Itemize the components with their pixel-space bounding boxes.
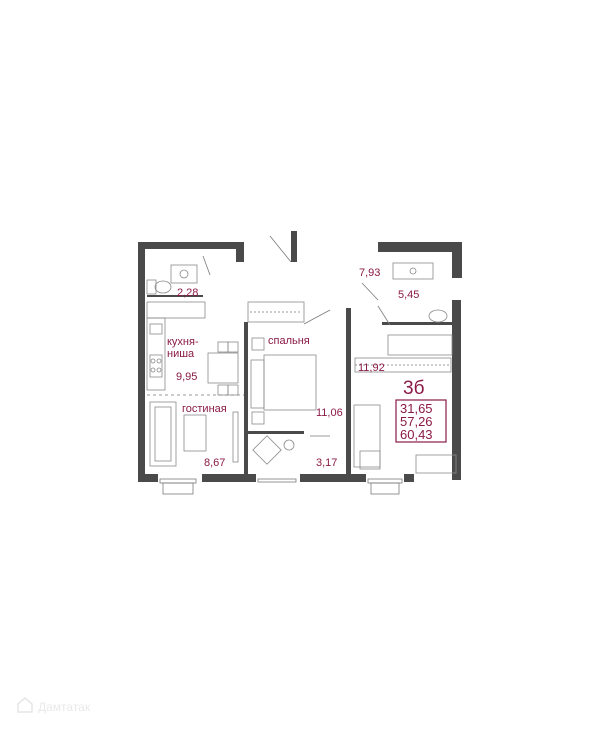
windows bbox=[159, 478, 403, 495]
kitchen-area: 9,95 bbox=[176, 371, 197, 383]
furniture bbox=[146, 235, 457, 474]
bathroom-2-area: 5,45 bbox=[398, 289, 419, 301]
area-box bbox=[395, 399, 447, 443]
living-room-label: гостиная bbox=[182, 403, 227, 415]
kitchen-label-line1: кухня- bbox=[167, 336, 199, 348]
hall-area: 7,93 bbox=[359, 267, 380, 279]
kitchen-label-line2: ниша bbox=[167, 348, 195, 360]
watermark-text: Дамтатак bbox=[38, 700, 91, 714]
area-total-with-balcony: 60,43 bbox=[400, 427, 433, 442]
area-living: 31,65 bbox=[400, 401, 433, 416]
apartment-id: 3б bbox=[403, 378, 425, 399]
watermark: Дамтатак bbox=[17, 697, 91, 714]
living-room-area: 8,67 bbox=[204, 457, 225, 469]
bedroom-area: 11,06 bbox=[316, 407, 343, 419]
house-icon bbox=[17, 697, 33, 713]
corridor-area: 11,92 bbox=[358, 362, 385, 374]
wardrobe-area: 3,17 bbox=[316, 457, 337, 469]
walls bbox=[138, 231, 462, 482]
bathroom-1-area: 2,28 bbox=[177, 287, 198, 299]
area-total: 57,26 bbox=[400, 414, 433, 429]
bedroom-label: спальня bbox=[268, 335, 310, 347]
